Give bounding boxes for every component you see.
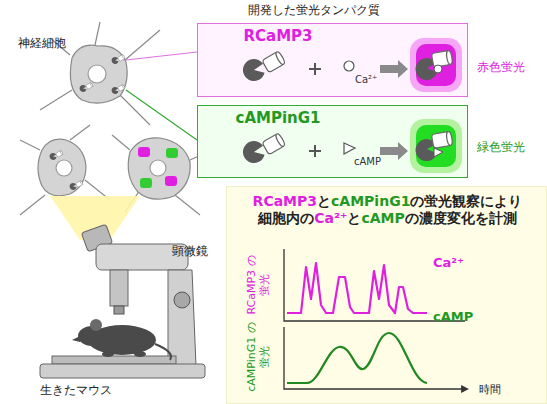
sensor-reaction bbox=[198, 24, 469, 98]
microscope bbox=[40, 196, 205, 378]
axis-label: RCaMP3 の蛍光 bbox=[245, 250, 271, 320]
camp-trace bbox=[287, 333, 427, 383]
trace-label: Ca²⁺ bbox=[433, 255, 464, 271]
camp-molecule bbox=[344, 143, 355, 154]
emission-label: 緑色蛍光 bbox=[477, 140, 525, 154]
trace-label: cAMP bbox=[433, 309, 473, 325]
ligand-label: cAMP bbox=[354, 156, 381, 168]
neurons bbox=[20, 22, 212, 215]
sensor-unbound bbox=[243, 133, 286, 163]
sensor-name: RCaMP3 bbox=[233, 27, 323, 45]
part-label: 生きたマウス bbox=[40, 383, 112, 397]
part-label: 顕微鏡 bbox=[172, 244, 208, 258]
result-panel: RCaMP3とcAMPinG1の蛍光観察により細胞内のCa²⁺とcAMPの濃度変… bbox=[226, 186, 547, 404]
sensor-box: cAMPinG1cAMP緑色蛍光 bbox=[197, 105, 468, 178]
figure-title: 開発した蛍光タンパク質 bbox=[248, 3, 380, 17]
sensor-unbound bbox=[243, 51, 286, 81]
sensor-glyphs bbox=[50, 54, 178, 190]
axis-label: cAMPinG1 の蛍光 bbox=[245, 322, 271, 392]
emission-label: 赤色蛍光 bbox=[477, 60, 525, 74]
calcium-trace bbox=[287, 263, 427, 313]
ion-label: Ca²⁺ bbox=[355, 74, 377, 86]
calcium-ion bbox=[344, 61, 354, 71]
sensor-box: RCaMP3Ca²⁺赤色蛍光 bbox=[197, 23, 468, 97]
reaction-arrow bbox=[380, 60, 408, 78]
sensor-bound-green bbox=[410, 119, 462, 173]
mouse bbox=[72, 319, 171, 360]
reaction-arrow bbox=[380, 142, 408, 160]
part-label: 神経細胞 bbox=[18, 36, 66, 50]
leader-lines bbox=[126, 52, 197, 140]
sensor-name: cAMPinG1 bbox=[223, 109, 333, 127]
plus-sign bbox=[309, 145, 321, 157]
sensor-bound-red bbox=[410, 38, 462, 92]
axis-label: 時間 bbox=[479, 383, 501, 396]
panel-heading: RCaMP3とcAMPinG1の蛍光観察により細胞内のCa²⁺とcAMPの濃度変… bbox=[227, 193, 547, 227]
plus-sign bbox=[309, 63, 321, 75]
